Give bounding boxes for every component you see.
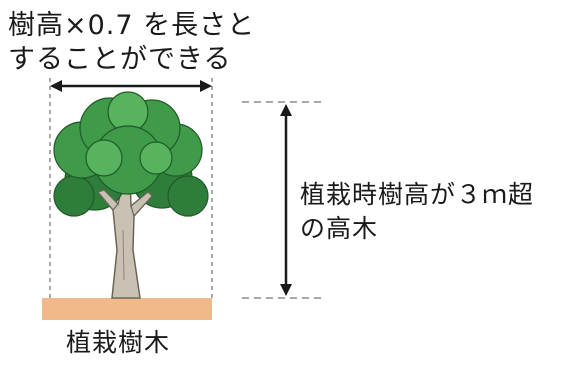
tree-label: 植栽樹木 [66, 328, 171, 357]
double-headed-horizontal-arrow-icon [50, 80, 212, 92]
tree-icon [53, 91, 209, 299]
height-caption-line-2: の高木 [300, 214, 379, 243]
ground-strip [42, 298, 212, 320]
height-caption-line-1: 植栽時樹高が３ｍ超 [300, 180, 535, 209]
crown-width-caption-line-2: することができる [8, 44, 232, 75]
crown-width-caption-line-1: 樹高×0.7 を長さと [8, 10, 256, 41]
double-headed-vertical-arrow-icon [280, 104, 292, 296]
